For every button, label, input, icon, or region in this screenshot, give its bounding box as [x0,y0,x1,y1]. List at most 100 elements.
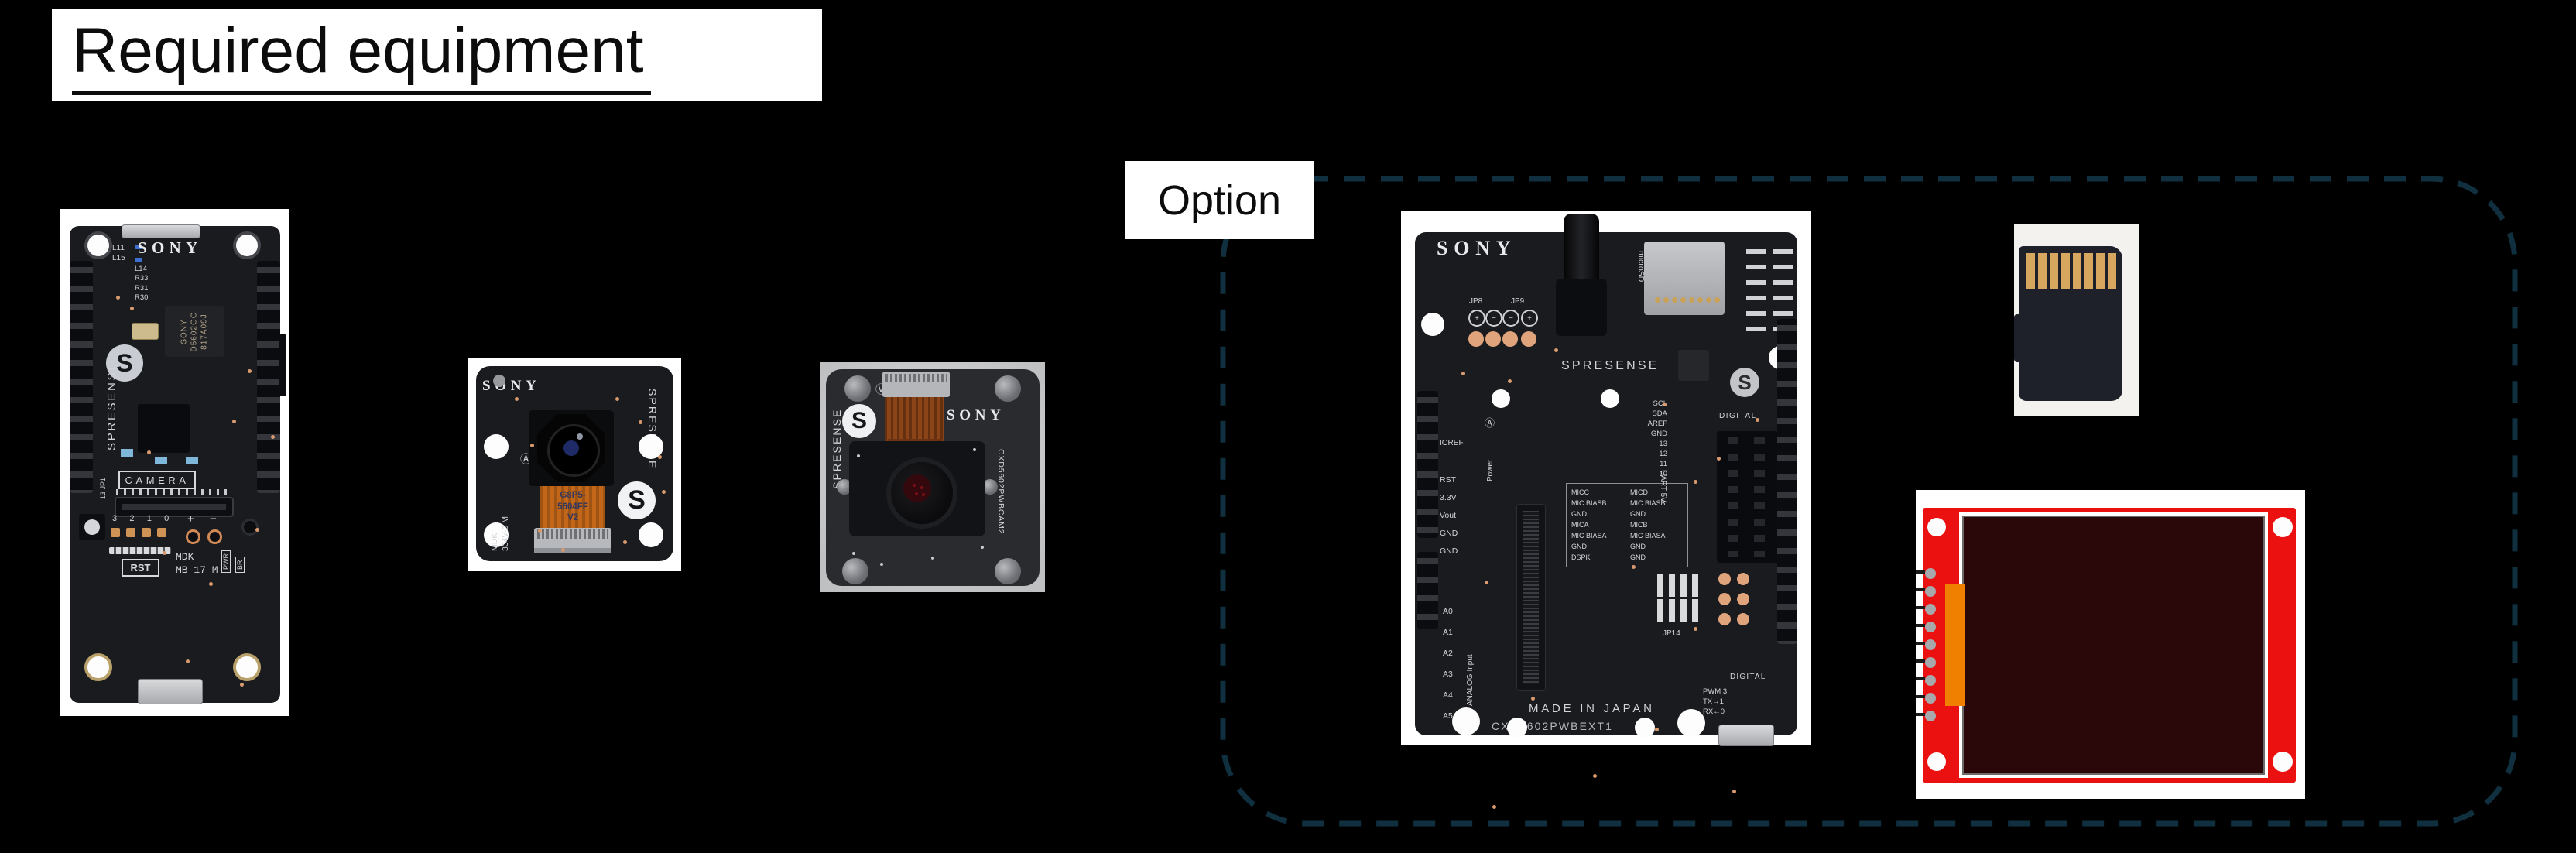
product-name: SPRESENSE [1561,359,1660,372]
title-box: Required equipment [52,9,822,101]
microsd-card-image [2014,224,2139,416]
flex-cable [885,397,944,441]
pin-header-left [1417,391,1438,538]
option-region [1220,176,2518,827]
lens [886,457,957,529]
shrouded-header [1717,431,1779,563]
made-in-label: MADE IN JAPAN [1529,702,1655,715]
flash-chip [138,404,190,453]
uart-signal-labels: PWM 3 TX→1 RX←0 [1703,687,1728,716]
screw-hole [842,558,868,584]
analog-pin-labels: A0 A1 A2 A3 A4 A5 [1443,607,1453,721]
option-dashed-border [1220,176,2518,827]
jp9-label: JP9 [1511,297,1525,306]
battery-connector [122,224,200,238]
led [126,528,135,537]
jp1-label: 13 JP1 [99,477,107,499]
lcd-display-image [1916,490,2305,799]
lcd-board [1923,508,2296,783]
screw-hole [844,375,871,402]
resistor-array [109,547,171,554]
extension-board-pcb: SONY JP8 JP9 + − − + microSD SPRESENSE S… [1415,214,1797,746]
module-screw [982,479,998,495]
solder-pads [857,454,860,457]
header-pins [1728,437,1738,557]
jumper-bars [1657,574,1701,597]
pin-header-left [1417,552,1438,629]
digital-label-bottom: DIGITAL [1730,673,1766,681]
copper-pads [1468,331,1484,347]
connector-slot [122,504,226,510]
spresense-logo: S [618,481,656,519]
header-pins [1754,437,1765,557]
jp8-label: JP8 [1469,297,1483,306]
crystal [132,323,159,340]
screw-hole [2273,517,2293,537]
screw-hole [493,375,505,387]
rst-text: RST [130,562,151,574]
jumper-mark: + [1475,313,1479,323]
jumper-pad: − [1485,310,1502,327]
mic-label-box: MICC MIC BIASB GND MICA MIC BIASA GND DS… [1566,483,1688,567]
screw-hole [1677,709,1705,737]
camera-module [849,441,985,536]
screw-hole [233,653,261,681]
copper-pad-grid [1718,573,1731,585]
sd-body [2019,246,2122,401]
reset-button [84,519,100,535]
screw-hole [995,375,1021,402]
br-label: BR [235,557,245,573]
qfn-chip [1678,350,1709,381]
signal-labels: SCL SDA AREF GND 13 12 11 10 [1647,399,1667,478]
inductor [135,245,142,249]
circled-a-mark: Ⓐ [1485,417,1495,429]
screw-hole [1927,752,1946,771]
camera-board-pcb: SONY SPRESENSE Ⓐ G8P5- 5604FF V2 MDK 334… [476,366,673,561]
product-name: SPRESENSE [831,408,843,490]
solder-pads [1461,372,1465,375]
jumper-mark: − [1509,313,1513,323]
screw-hole [484,434,509,459]
sony-logo: SONY [1437,237,1517,259]
sony-logo: SONY [138,238,203,257]
capacitor [186,457,198,464]
rst-label: RST [122,559,159,577]
lens-aperture [903,474,931,502]
camera-module [529,410,614,486]
capacitor [121,449,133,457]
mic-labels-right: MICD MIC BIASB GND MICB MIC BIASA GND GN… [1630,488,1666,561]
screw-hole [1507,718,1527,738]
led [111,528,120,537]
flex-cable: G8P5- 5604FF V2 [540,486,605,528]
model-number: CXD5602PWBCAM2 [996,449,1005,535]
capacitor [155,457,167,464]
pin-header-left [70,261,93,493]
slot-contacts [1655,297,1660,303]
pwr-label: PWR [221,550,231,573]
option-label-box: Option [1125,161,1314,239]
module-screw [837,479,852,495]
power-pad [186,529,200,544]
cxd5602-chip: SONY D5602GG 817A09J [165,306,224,357]
screw-hole [1601,389,1619,408]
connector-contacts [1523,511,1539,684]
pin-leads [1916,570,1925,574]
solder-pads [116,296,120,300]
led [157,528,166,537]
connector-pins [537,529,608,539]
minus-mark: − [210,512,217,526]
model-number: MDK 334V-0 M [490,516,510,551]
lens-aperture [564,440,579,456]
flex-connector [1945,584,1965,706]
flex-marking: G8P5- 5604FF V2 [557,490,588,523]
spresense-logo: S [1730,368,1759,397]
led-digits: 3 2 1 0 [112,514,174,523]
board-to-board-connector [1516,504,1546,691]
screw-hole [1927,518,1946,536]
header-pins [1925,568,1936,579]
camera-label-text: CAMERA [125,474,190,486]
microsd-slot [1644,242,1725,315]
extension-board-image: SONY JP8 JP9 + − − + microSD SPRESENSE S… [1401,211,1811,746]
